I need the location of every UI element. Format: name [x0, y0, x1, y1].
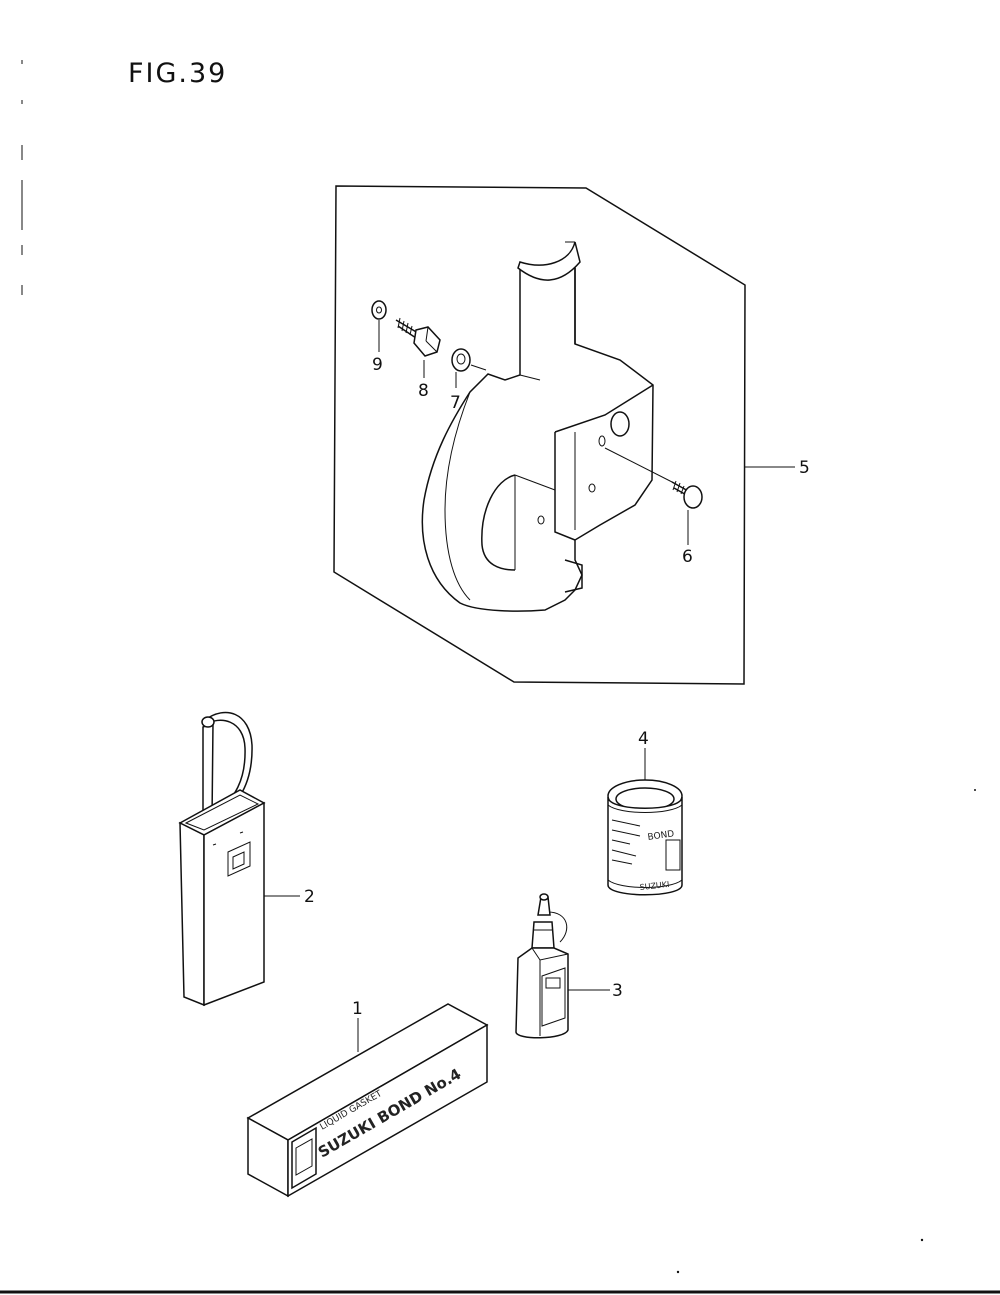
callout-1: 1 — [352, 999, 363, 1019]
can-label-top: BOND — [647, 829, 675, 843]
oil-can-part — [178, 711, 300, 1007]
callout-7: 7 — [450, 393, 461, 413]
callout-3: 3 — [612, 981, 623, 1001]
bond-box-part: LIQUID GASKET SUZUKI BOND No.4 — [246, 1003, 489, 1198]
callout-6: 6 — [682, 547, 693, 567]
washer-part — [371, 300, 387, 352]
kit-frame — [333, 185, 746, 685]
margin-marks — [0, 60, 1000, 1294]
thumb-screw-part — [604, 447, 703, 545]
callout-9: 9 — [372, 355, 383, 375]
bracket-housing-part — [421, 241, 654, 612]
figure-title: FIG.39 — [128, 58, 228, 89]
can-label-bottom: SUZUKI — [639, 880, 670, 892]
bushing-part — [451, 348, 487, 388]
callout-8: 8 — [418, 381, 429, 401]
bond-can-part: BOND SUZUKI — [607, 748, 683, 896]
bolt-part — [395, 317, 441, 378]
callout-2: 2 — [304, 887, 315, 907]
bottle-part — [515, 893, 610, 1039]
callout-4: 4 — [638, 729, 649, 749]
callout-5: 5 — [799, 458, 810, 478]
